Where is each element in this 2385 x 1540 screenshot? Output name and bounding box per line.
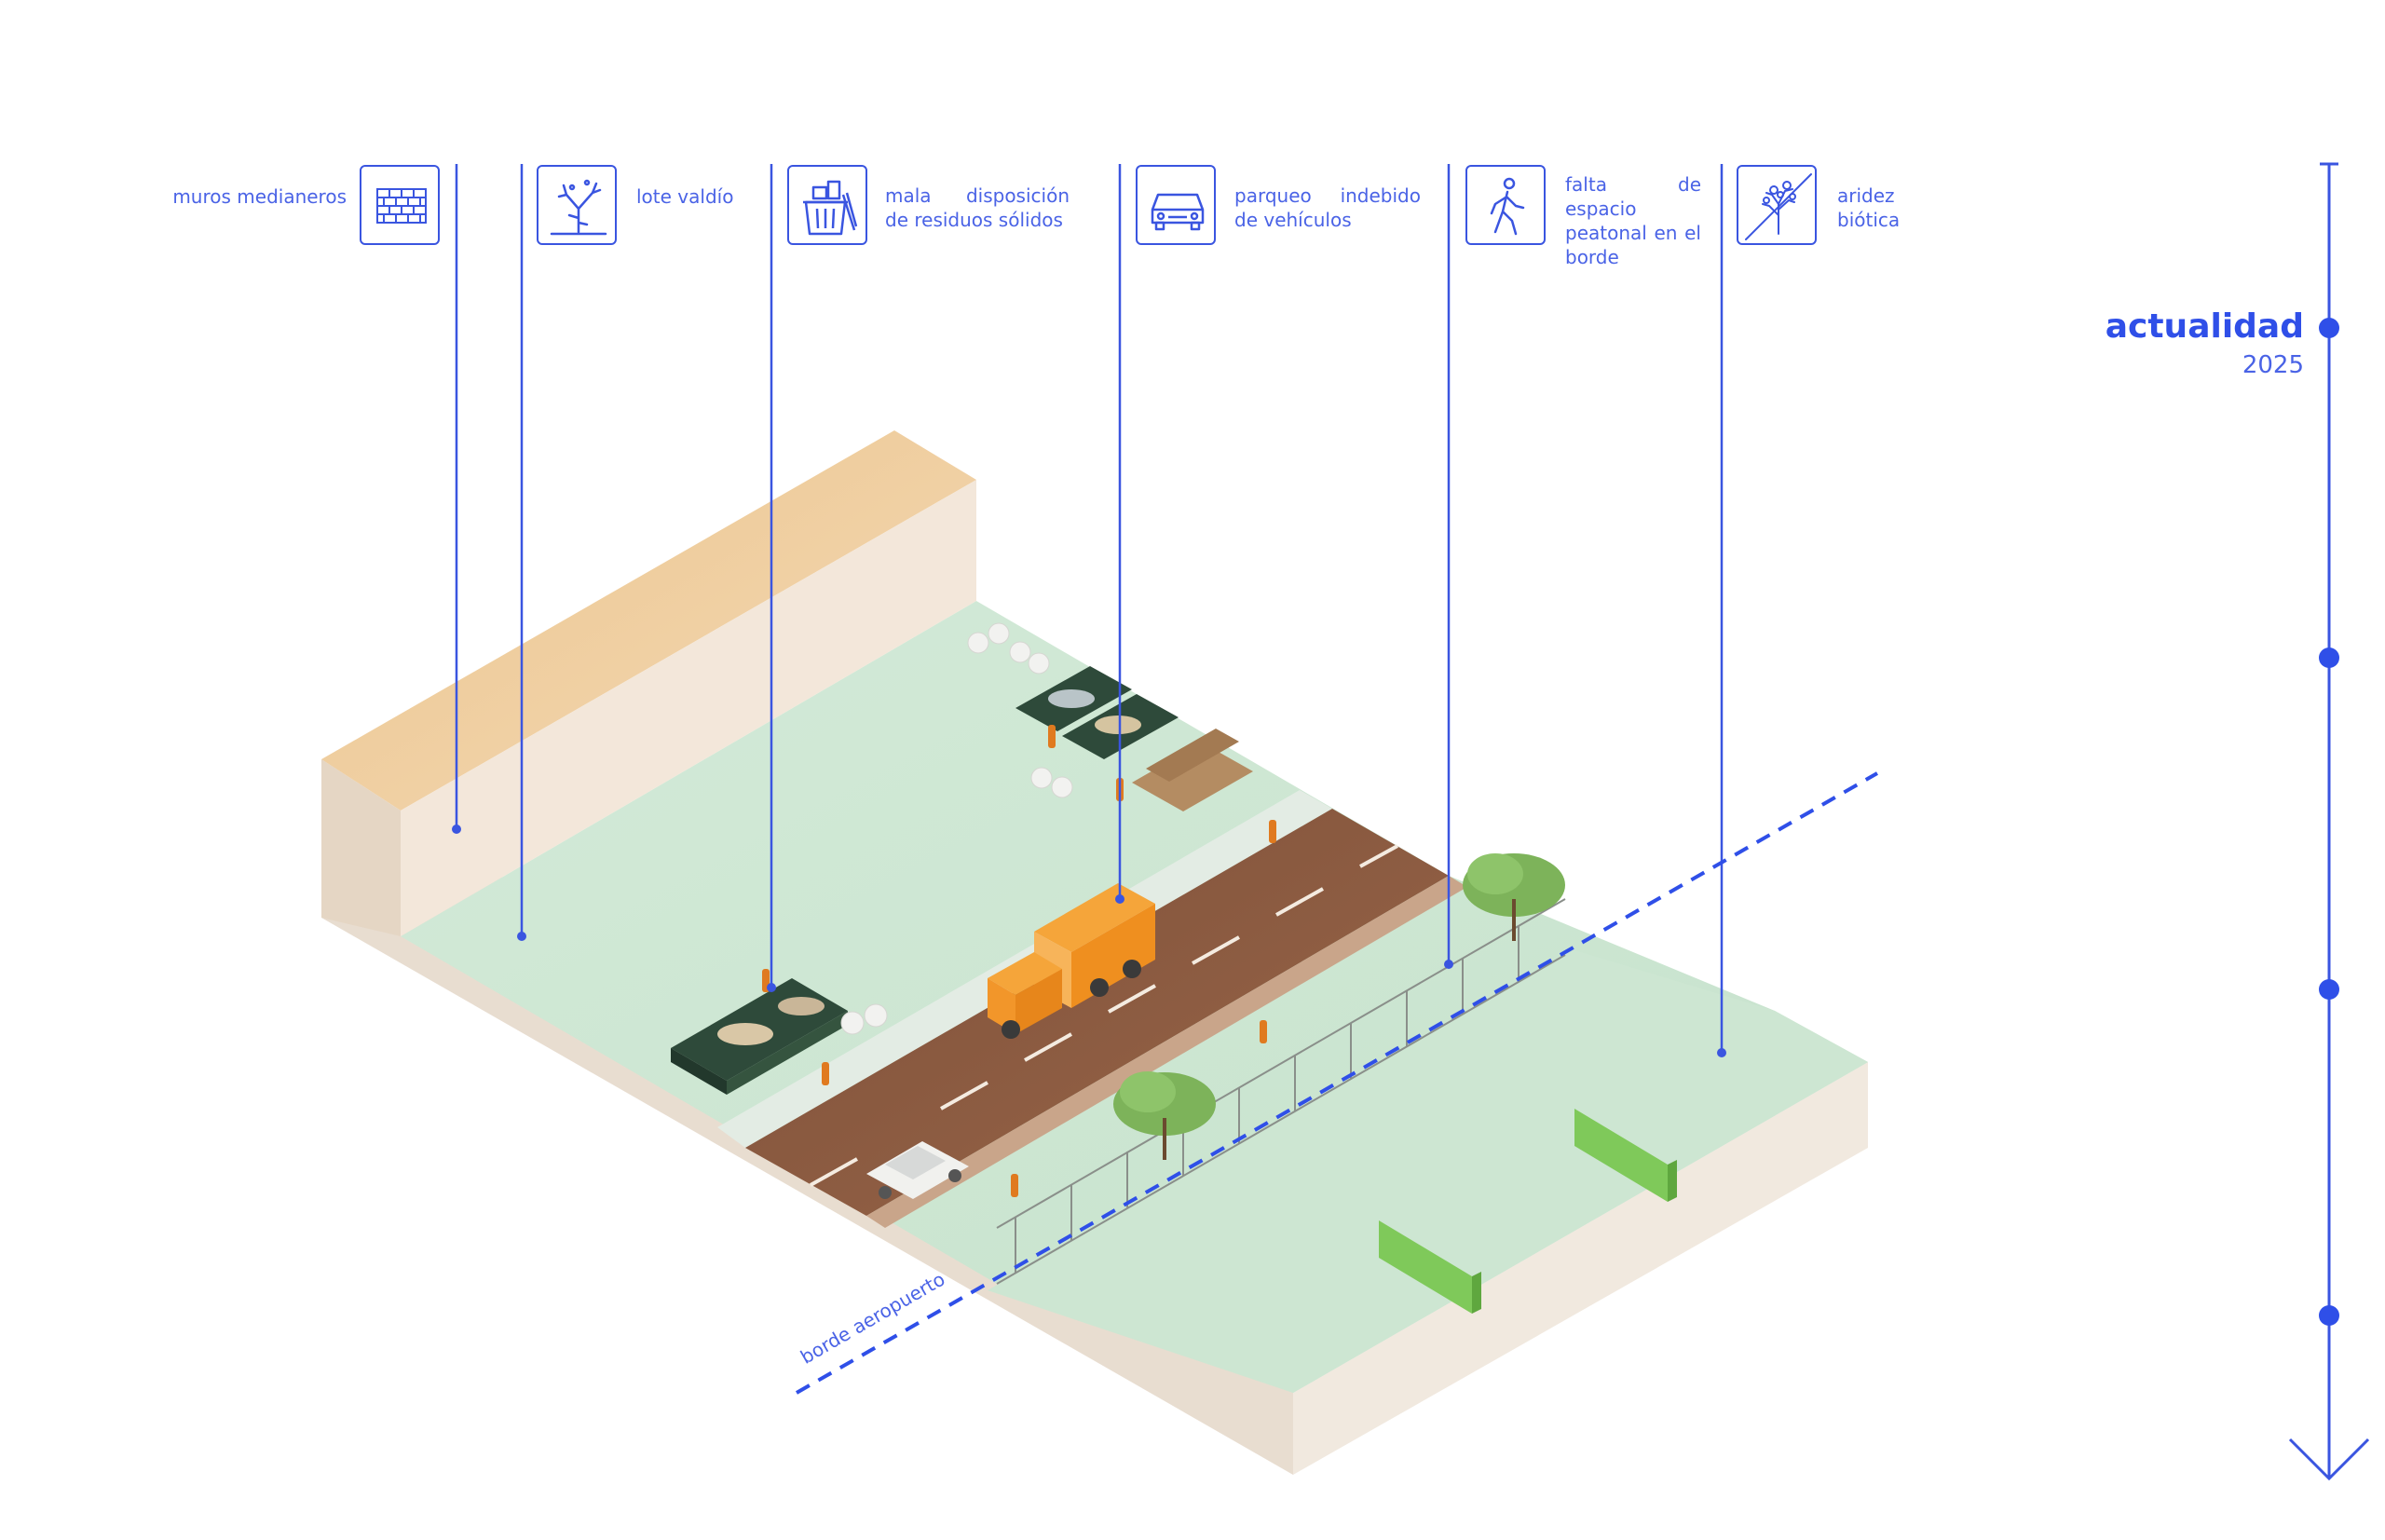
garbage-bags: [840, 622, 1073, 1035]
block-front-side: [1293, 1062, 1868, 1475]
trees: [1113, 853, 1565, 1160]
garbage-truck: [988, 883, 1155, 1039]
perimeter-fence: [996, 898, 1566, 1285]
timeline-year: 2025: [2242, 351, 2304, 379]
timeline-current-label: actualidad: [2105, 307, 2304, 346]
label-residuos-solidos: mala disposición de residuos sólidos: [885, 184, 1070, 231]
party-wall-front: [401, 480, 976, 936]
leader-dots: [452, 825, 1726, 1057]
party-wall-left: [321, 759, 401, 936]
crates: [1132, 729, 1253, 811]
label-parqueo-indebido: parqueo indebido de vehículos: [1234, 184, 1421, 231]
billboards: [1379, 1109, 1677, 1314]
timeline: [2288, 162, 2370, 1481]
parked-car: [866, 1141, 969, 1199]
timeline-dot: [2319, 1305, 2339, 1326]
airport-edge-line: [796, 771, 1878, 1395]
timeline-dot: [2319, 979, 2339, 1000]
label-aridez-biotica: aridez biótica: [1837, 184, 1901, 231]
lane-markings: [810, 844, 1398, 1187]
leader-lines: [455, 164, 1724, 1053]
timeline-dot-current: [2319, 318, 2339, 338]
vacant-lot-icon: [537, 165, 617, 245]
open-field-area: [988, 950, 1868, 1393]
label-lote-valdio: lote valdío: [636, 185, 734, 208]
dumpsters-front: [671, 978, 848, 1095]
label-espacio-peatonal: falta de espacio peatonal en el borde: [1565, 173, 1701, 268]
car-icon: [1136, 165, 1216, 245]
road-edge: [866, 876, 1467, 1228]
party-wall-top: [321, 430, 976, 811]
label-muros-medianeros: muros medianeros: [172, 185, 347, 208]
dead-tree-icon: [1737, 165, 1817, 245]
timeline-dot: [2319, 647, 2339, 668]
brick-wall-icon: [360, 165, 440, 245]
pedestrian-icon: [1465, 165, 1546, 245]
workers: [762, 725, 1276, 1197]
trash-bin-icon: [787, 165, 867, 245]
road: [745, 809, 1449, 1216]
